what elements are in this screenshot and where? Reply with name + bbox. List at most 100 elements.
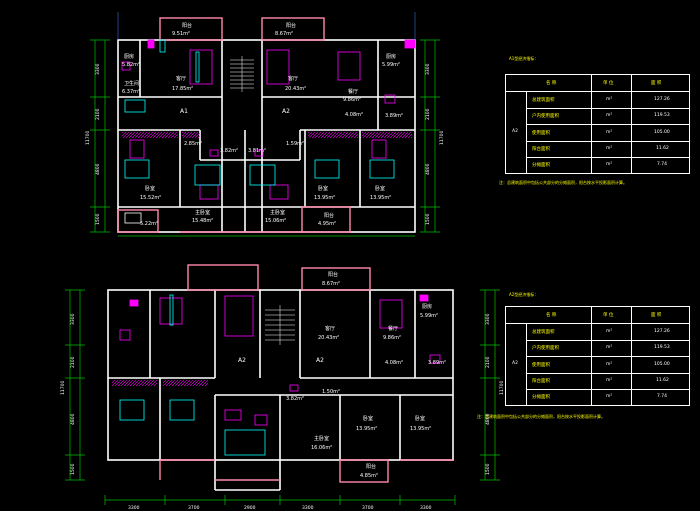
room-area: 3.82m²: [220, 148, 238, 154]
dim-label: 3300: [425, 63, 431, 75]
room-area: 15.06m²: [265, 218, 286, 224]
plan-bottom: [65, 264, 500, 505]
room-area: 15.48m²: [192, 218, 213, 224]
col-header: 名 称: [546, 313, 557, 318]
room-area: 9.86m²: [383, 335, 401, 341]
room-area: 5.99m²: [382, 62, 400, 68]
row-unit: m²: [606, 329, 613, 334]
col-header: 单 位: [603, 81, 614, 86]
room-area: 8.67m²: [322, 281, 340, 287]
table-grid: 名 称 单 位 面 积 A2 总建筑面积 m² 127.26 户内使用面积 m²…: [505, 74, 690, 174]
dim-total: 11700: [60, 381, 66, 395]
dim-label: 1500: [70, 463, 76, 475]
row-value: 127.26: [654, 97, 670, 102]
room-name: 客厅: [325, 325, 335, 332]
room-name: 餐厅: [388, 325, 398, 332]
room-area: 6.37m²: [122, 89, 140, 95]
unit-label: A1: [180, 108, 188, 115]
room-name: 阳台: [328, 271, 338, 278]
plan-top: [90, 12, 440, 237]
room-name: 阳台: [182, 22, 192, 29]
room-area: 17.85m²: [172, 86, 193, 92]
row-name: 总建筑面积: [532, 330, 555, 335]
room-area: 4.08m²: [345, 112, 363, 118]
dim-label: 3300: [128, 505, 140, 511]
row-value: 105.00: [654, 362, 670, 367]
dim-label: 3700: [362, 505, 374, 511]
room-area: 5.22m²: [140, 221, 158, 227]
room-area: 4.85m²: [360, 473, 378, 479]
room-name: 卧室: [363, 415, 373, 422]
dim-label: 3700: [188, 505, 200, 511]
room-area: 15.52m²: [140, 195, 161, 201]
dim-label: 4800: [95, 163, 101, 175]
unit-label: A2: [282, 108, 290, 115]
room-name: 卧室: [145, 185, 155, 192]
room-name: 客厅: [176, 75, 186, 82]
row-unit: m²: [606, 394, 613, 399]
dim-total: 11700: [499, 381, 505, 395]
table-grid: 名 称 单 位 面 积 A2 总建筑面积 m² 127.26 户内使用面积 m²…: [505, 306, 690, 406]
room-area: 9.86m²: [343, 97, 361, 103]
row-name: 户内使用面积: [532, 114, 559, 119]
dim-text-bottom: 3300 2100 4800 1500 11700 3300 2100 4800…: [60, 313, 505, 511]
room-area: 3.81m²: [248, 148, 266, 154]
room-area: 13.95m²: [314, 195, 335, 201]
room-area: 3.82m²: [286, 396, 304, 402]
room-area: 13.95m²: [410, 426, 431, 432]
dim-label: 4800: [425, 163, 431, 175]
dim-label: 3300: [420, 505, 432, 511]
gridlines-top: [117, 12, 416, 40]
room-area: 3.89m²: [385, 113, 403, 119]
row-value: 105.00: [654, 130, 670, 135]
table-title: A1型经济指标：: [509, 56, 539, 61]
col-header: 面 积: [651, 81, 662, 86]
room-area: 1.50m²: [322, 389, 340, 395]
walls-bottom: [107, 289, 454, 491]
row-name: 阳台面积: [532, 147, 550, 152]
room-name: 厨房: [124, 53, 134, 60]
room-name: 阳台: [324, 212, 334, 219]
room-name: 主卧室: [270, 209, 285, 216]
area-table-top: A1型经济指标： 名 称 单 位 面 积 A2 总建筑面积 m² 127.26 …: [499, 52, 690, 192]
room-name: 卫生间: [124, 80, 139, 87]
room-name: 卧室: [415, 415, 425, 422]
dim-label: 3300: [485, 313, 491, 325]
room-name: 厨房: [386, 53, 396, 60]
room-name: 主卧室: [195, 209, 210, 216]
row-unit: m²: [606, 130, 613, 135]
row-unit: m²: [606, 146, 613, 151]
stair-top: [230, 56, 254, 92]
row-value: 7.74: [657, 162, 668, 167]
room-area: 8.67m²: [275, 31, 293, 37]
row-unit: m²: [606, 362, 613, 367]
room-name: 厨房: [422, 303, 432, 310]
wardrobes-top: [122, 132, 412, 138]
row-name: 分摊面积: [532, 163, 550, 168]
row-value: 7.74: [657, 394, 668, 399]
row-name: 分摊面积: [532, 395, 550, 400]
dim-label: 4800: [70, 413, 76, 425]
row-name: 户内使用面积: [532, 346, 559, 351]
windows-top: [117, 17, 351, 233]
room-area: 1.59m²: [286, 141, 304, 147]
dims-bottom: [65, 289, 500, 505]
unit-label: A2: [316, 357, 324, 364]
stair-bottom: [265, 305, 295, 345]
room-name: 阳台: [286, 22, 296, 29]
dim-label: 2900: [244, 505, 256, 511]
furniture-top: [121, 39, 416, 200]
room-area: 20.43m²: [285, 86, 306, 92]
row-value: 119.53: [654, 345, 670, 350]
room-area: 16.06m²: [311, 445, 332, 451]
dim-label: 2100: [485, 356, 491, 368]
row-name: 总建筑面积: [532, 98, 555, 103]
row-name: 使用面积: [532, 131, 550, 136]
unit-label: A2: [238, 357, 246, 364]
room-labels-bottom: 阳台 8.67m² 客厅 20.43m² 餐厅 9.86m² 厨房 5.99m²…: [238, 271, 446, 479]
unit-cell: A2: [512, 129, 518, 134]
fixtures-top: [124, 39, 395, 224]
room-area: 13.95m²: [356, 426, 377, 432]
room-area: 9.51m²: [172, 31, 190, 37]
row-name: 阳台面积: [532, 379, 550, 384]
